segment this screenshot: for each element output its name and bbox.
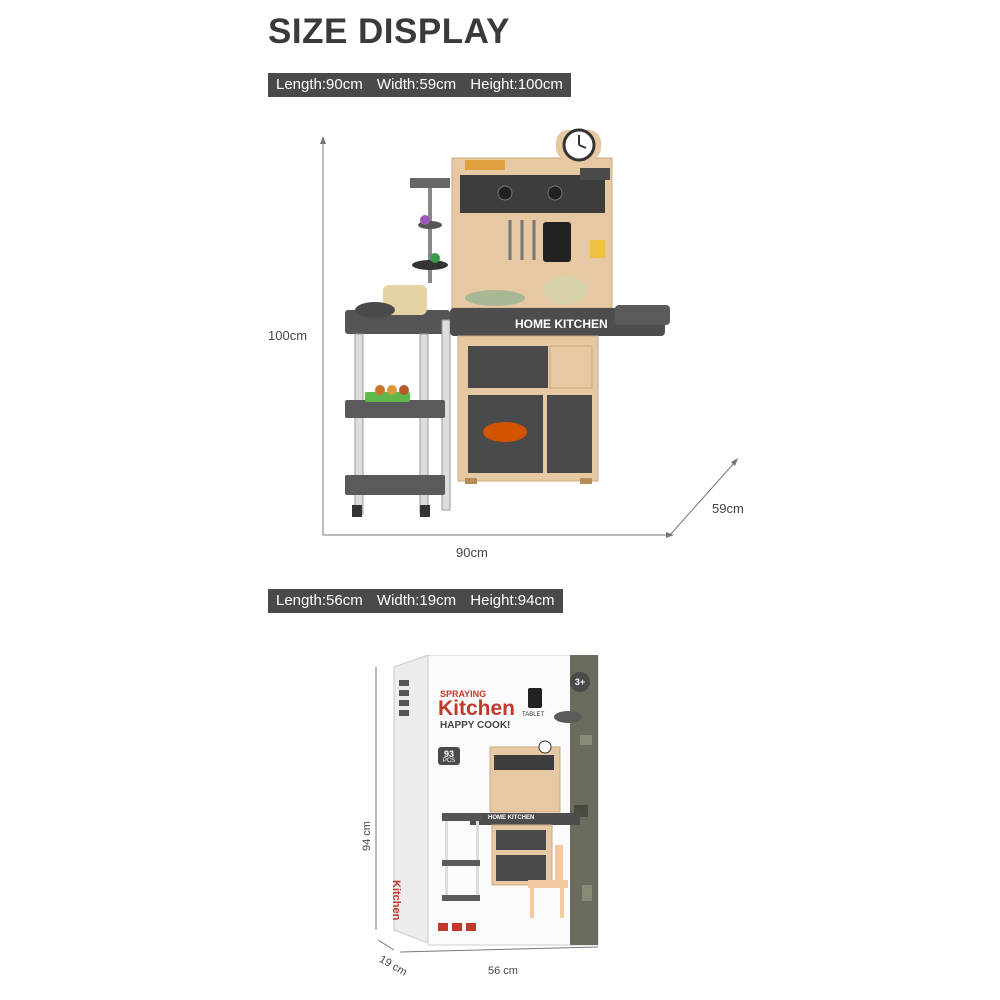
box-height-label: 94 cm — [360, 821, 373, 851]
box-pieces-unit: PCS — [442, 758, 456, 764]
kitchen-box-image — [375, 654, 599, 953]
product-illustration: HOME KITCHEN — [260, 120, 780, 570]
box-age-badge: 3+ — [574, 677, 586, 687]
page-title: SIZE DISPLAY — [268, 12, 510, 51]
product-dimensions-bar: Length:90cm Width:59cm Height:100cm — [268, 73, 571, 97]
box-brand-top: SPRAYING — [440, 689, 487, 699]
box-height: Height:94cm — [470, 592, 555, 609]
box-brand-sub: HAPPY COOK! — [440, 720, 511, 731]
box-width-label: 19 cm — [377, 953, 409, 979]
product-width-label: 59cm — [712, 501, 744, 516]
kitchen-product-image: HOME KITCHEN — [320, 128, 738, 538]
box-length-label: 56 cm — [488, 965, 518, 977]
box-width: Width:19cm — [376, 592, 457, 609]
home-kitchen-sign: HOME KITCHEN — [515, 317, 608, 331]
product-height-label: 100cm — [268, 328, 308, 343]
box-tablet-label: TABLET — [522, 712, 545, 718]
box-kitchen-sign: HOME KITCHEN — [488, 815, 535, 821]
box-dimensions-bar: Length:56cm Width:19cm Height:94cm — [268, 589, 563, 613]
box-illustration — [370, 654, 610, 955]
box-brand-main: Kitchen — [438, 697, 516, 720]
product-length: Length:90cm — [276, 76, 363, 93]
product-length-label: 90cm — [456, 545, 488, 560]
product-width: Width:59cm — [376, 76, 457, 93]
product-height: Height:100cm — [470, 76, 563, 93]
box-length: Length:56cm — [276, 592, 363, 609]
box-side-brand: Kitchen — [390, 880, 402, 921]
box-pieces-number: 93 — [443, 749, 454, 759]
